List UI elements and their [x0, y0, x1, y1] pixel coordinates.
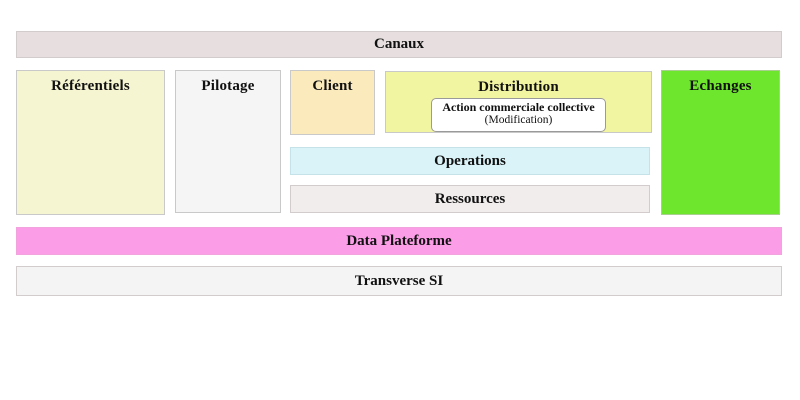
zone-transverse-si-label: Transverse SI — [354, 272, 444, 289]
zone-pilotage-label: Pilotage — [201, 78, 255, 94]
zone-distribution: Distribution Action commerciale collecti… — [385, 71, 652, 133]
zone-pilotage: Pilotage — [175, 70, 281, 213]
zone-ressources-label: Ressources — [434, 190, 506, 207]
application-card-title: Action commerciale collective — [442, 99, 595, 114]
zone-canaux-label: Canaux — [373, 36, 425, 52]
zone-operations-label: Operations — [434, 152, 506, 169]
zone-referentiels-label: Référentiels — [51, 78, 130, 94]
zone-operations: Operations — [290, 147, 650, 175]
zone-distribution-label: Distribution — [478, 79, 559, 95]
zone-transverse-si: Transverse SI — [16, 266, 782, 296]
zone-client-label: Client — [312, 78, 353, 94]
zone-echanges: Echanges — [661, 70, 780, 215]
zone-referentiels: Référentiels — [16, 70, 165, 215]
application-card-action-commerciale-collective[interactable]: Action commerciale collective (Modificat… — [431, 97, 606, 132]
zone-canaux: Canaux — [16, 31, 782, 58]
application-card-subtitle: (Modification) — [484, 114, 553, 127]
zone-data-plateforme-label: Data Plateforme — [346, 232, 452, 249]
zone-client: Client — [290, 70, 375, 135]
zone-echanges-label: Echanges — [689, 78, 752, 94]
zone-data-plateforme: Data Plateforme — [16, 227, 782, 255]
zone-ressources: Ressources — [290, 185, 650, 213]
